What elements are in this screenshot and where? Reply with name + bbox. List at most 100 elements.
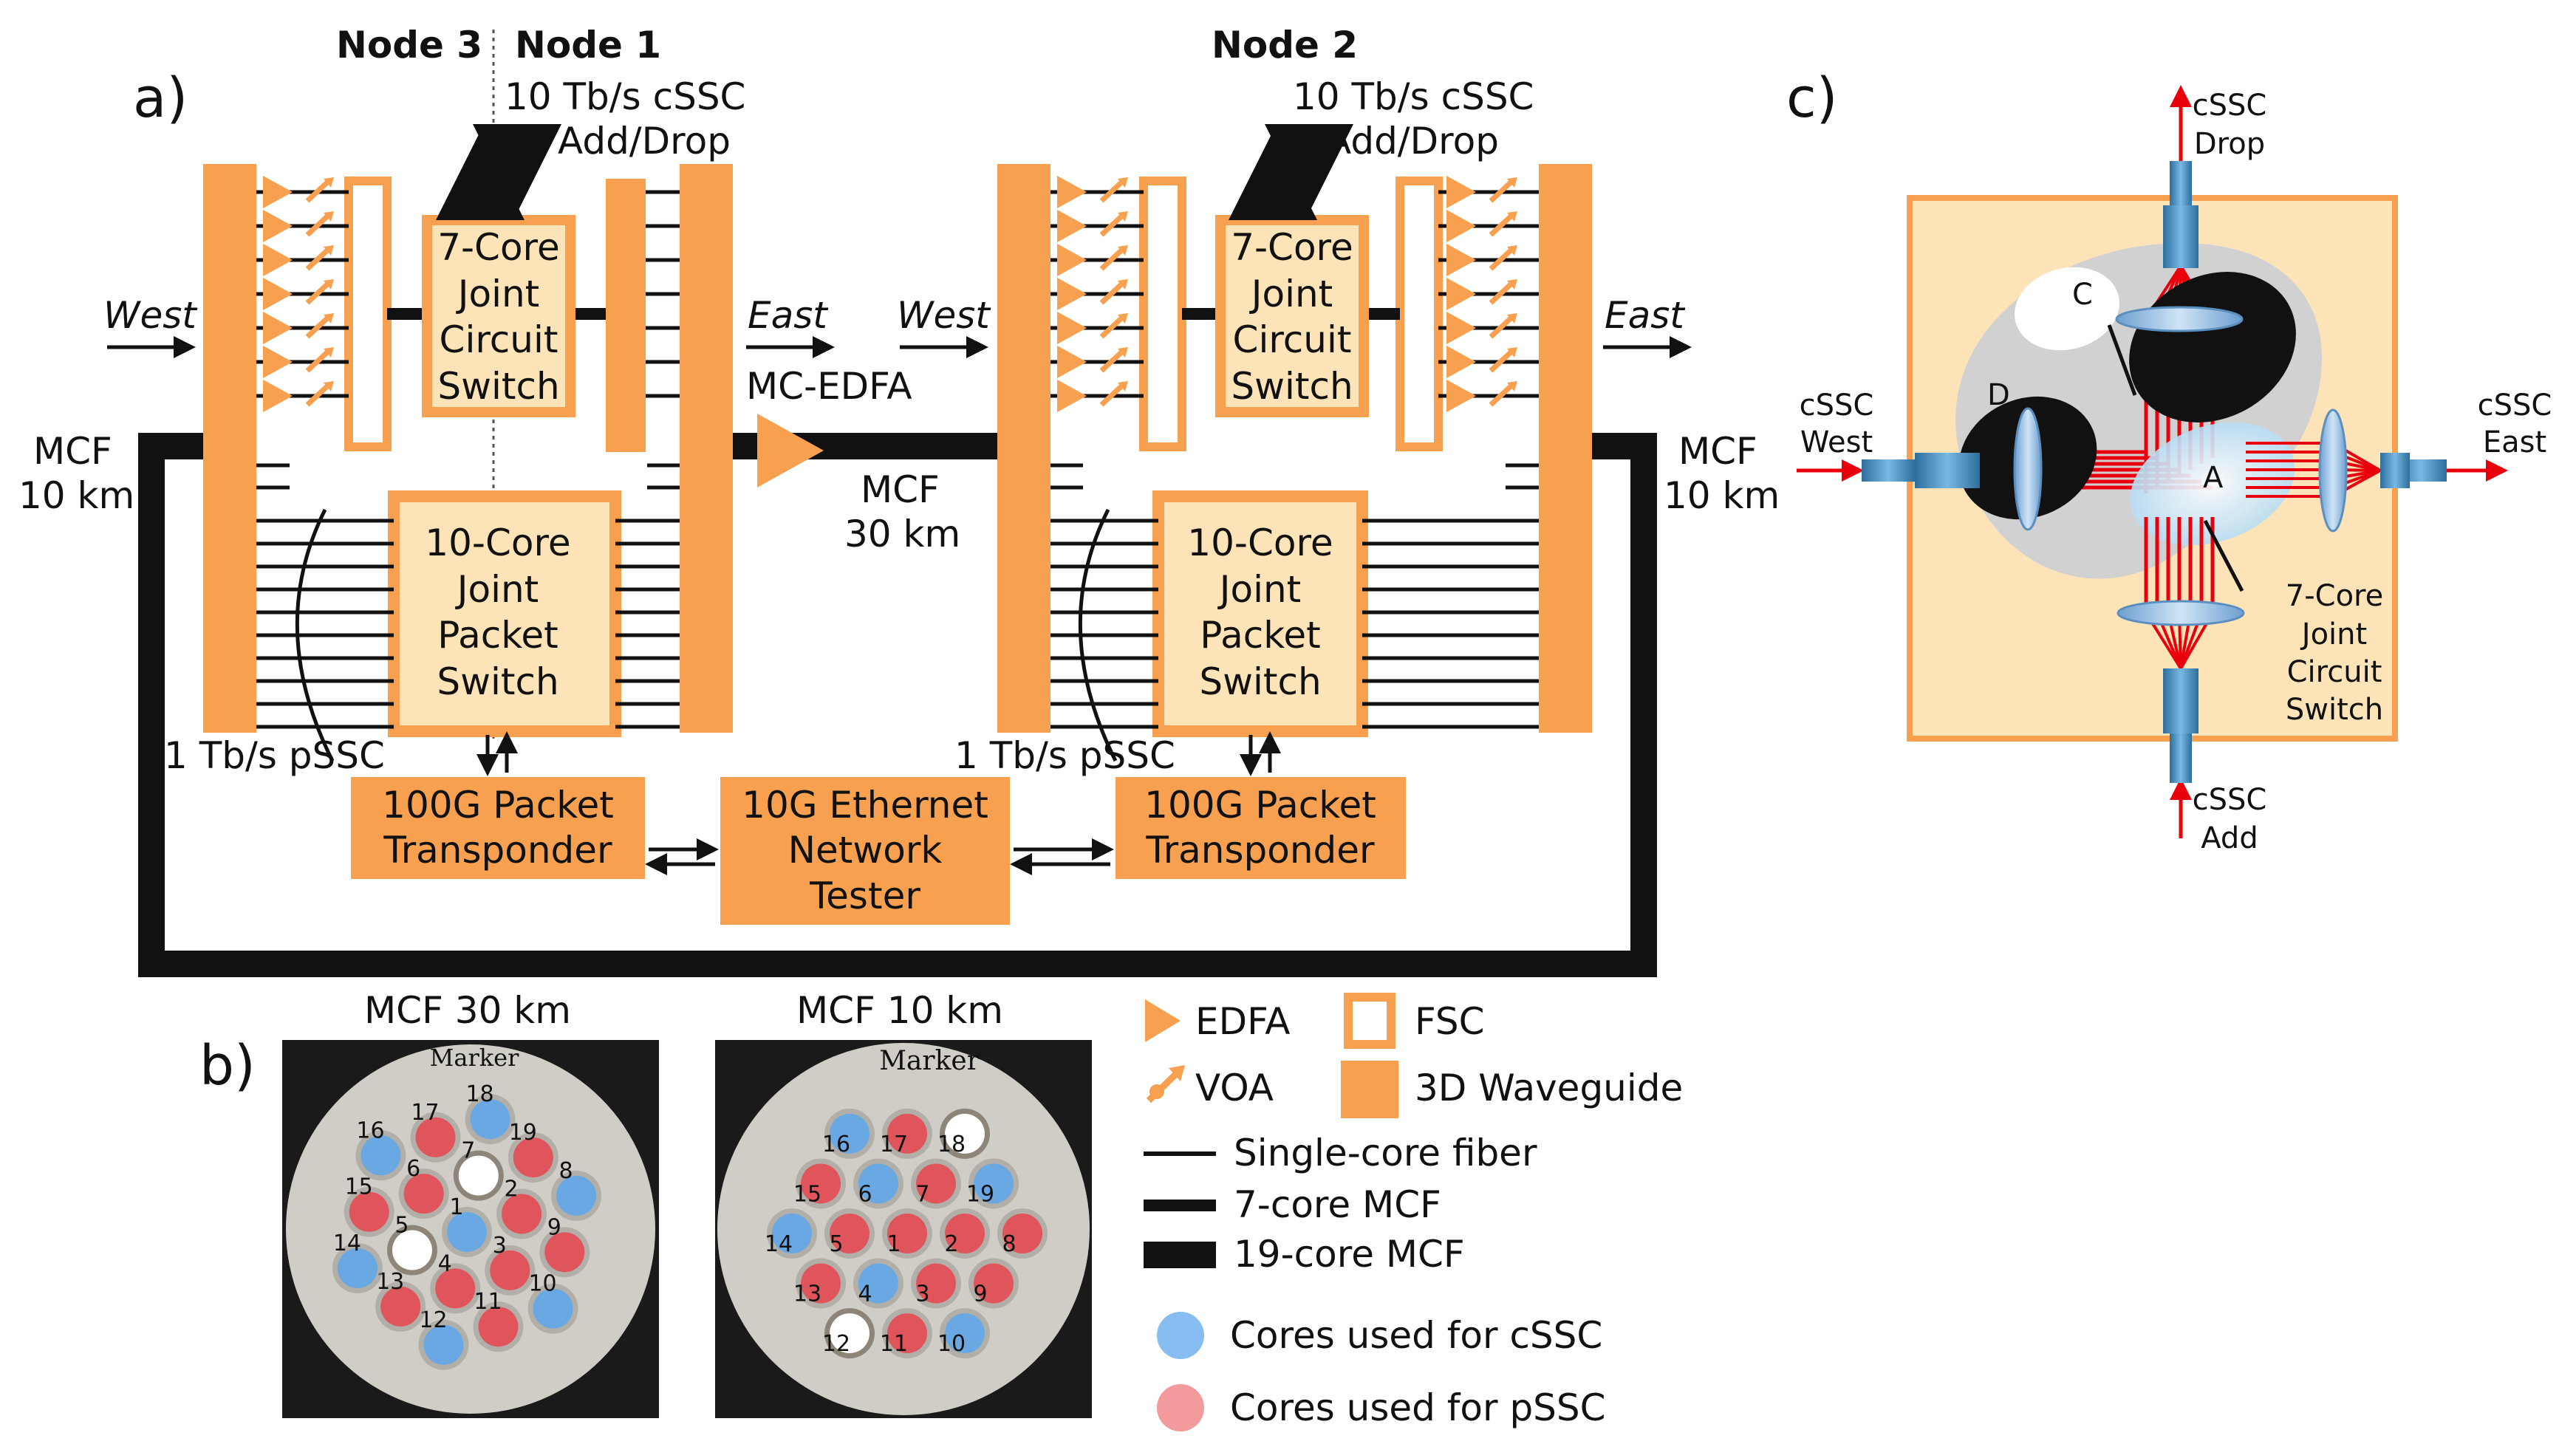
core-number: 11 bbox=[474, 1289, 502, 1315]
mirror-a-label: A bbox=[2203, 461, 2224, 495]
voa-icon bbox=[1489, 281, 1514, 305]
edfa-icon bbox=[1446, 176, 1476, 208]
core-number: 11 bbox=[880, 1331, 908, 1357]
port-east bbox=[2380, 453, 2508, 488]
node-3-label: Node 3 bbox=[336, 24, 482, 66]
voa-icon bbox=[305, 247, 330, 271]
voa-icon bbox=[324, 381, 334, 391]
pssc-label-node1: 1 Tb/s pSSC bbox=[164, 734, 385, 777]
core-number: 6 bbox=[406, 1156, 420, 1182]
legend-single: Single-core fiber bbox=[1234, 1132, 1537, 1174]
legend-cssc-dot bbox=[1157, 1312, 1204, 1359]
edfa-icon bbox=[1057, 210, 1087, 242]
switch-c-label: 7-Core bbox=[2286, 579, 2383, 613]
edfa-icon bbox=[263, 176, 293, 208]
voa-icon bbox=[324, 245, 334, 256]
waveguide-east-node1 bbox=[680, 164, 733, 733]
core-number: 8 bbox=[1002, 1231, 1016, 1257]
packet-switch-text: Switch bbox=[1199, 660, 1321, 703]
voa-icon bbox=[1118, 177, 1128, 188]
add-label: cSSC bbox=[2193, 783, 2267, 817]
core-cssc bbox=[361, 1135, 401, 1176]
circuit-switch-text: Joint bbox=[1249, 273, 1333, 315]
panel-a-label: a) bbox=[133, 66, 188, 130]
east-label: East bbox=[748, 294, 829, 337]
voa-icon bbox=[1118, 347, 1128, 357]
core-number: 16 bbox=[822, 1132, 850, 1157]
voa-icon bbox=[1099, 247, 1124, 271]
circuit-switch-node2 bbox=[1215, 215, 1369, 417]
core-unused-center bbox=[399, 1237, 425, 1263]
core-pssc bbox=[974, 1263, 1014, 1304]
drop-label: cSSC bbox=[2193, 89, 2267, 123]
core-pssc bbox=[945, 1214, 985, 1253]
edfa-icon bbox=[1446, 380, 1476, 412]
transponder-text: 100G Packet bbox=[382, 784, 614, 827]
core-number: 14 bbox=[333, 1231, 361, 1256]
legend: EDFA FSC VOA 3D Waveguide Single-core fi… bbox=[1144, 993, 1683, 1431]
edfa-icon bbox=[263, 312, 293, 344]
edfa-icon bbox=[1057, 346, 1087, 378]
edfa-icon bbox=[1446, 346, 1476, 378]
core-number: 1 bbox=[449, 1194, 463, 1220]
voa-icon bbox=[1118, 313, 1128, 324]
voa-icon bbox=[305, 383, 330, 407]
edfa-icon bbox=[1446, 210, 1476, 242]
circuit-switch-text: 7-Core bbox=[1231, 226, 1353, 269]
legend-fsc-icon bbox=[1344, 993, 1395, 1049]
circuit-switch-text: 7-Core bbox=[437, 226, 560, 269]
circuit-switch-text: Circuit bbox=[440, 318, 558, 361]
edfa-icon bbox=[263, 346, 293, 378]
add-drop-label-node2: Add/Drop bbox=[1326, 120, 1499, 162]
east-port-label: East bbox=[2483, 425, 2546, 459]
core-number: 18 bbox=[937, 1132, 966, 1157]
lens-bottom bbox=[2117, 600, 2245, 626]
legend-mcf19: 19-core MCF bbox=[1234, 1233, 1465, 1276]
tester-text: Network bbox=[788, 829, 943, 872]
circuit-switch-text: Joint bbox=[456, 273, 540, 315]
waveguide-west-node2 bbox=[997, 164, 1050, 733]
core-pssc bbox=[801, 1263, 841, 1304]
transponder-node1: 100G Packet Transponder bbox=[351, 777, 645, 879]
mirror-c-slot bbox=[2015, 267, 2119, 351]
mirror-c-label: C bbox=[2072, 278, 2093, 312]
voa-icon bbox=[1099, 383, 1124, 407]
legend-voa-icon bbox=[1146, 1065, 1185, 1103]
core-cssc bbox=[974, 1163, 1014, 1204]
core-number: 4 bbox=[858, 1282, 872, 1307]
core-number: 7 bbox=[461, 1138, 475, 1164]
panel-b-label: b) bbox=[199, 1034, 256, 1098]
waveguide-east-node2 bbox=[1539, 164, 1592, 733]
voa-icon bbox=[1507, 211, 1517, 222]
node-1: 7-Core Joint Circuit Switch 10-Core Join… bbox=[203, 164, 733, 737]
drop-label: Drop bbox=[2194, 127, 2265, 161]
core-number: 6 bbox=[858, 1181, 872, 1207]
core-number: 8 bbox=[559, 1158, 573, 1184]
mcf-left-line2: 10 km bbox=[18, 474, 134, 517]
packet-switch-text: Switch bbox=[437, 660, 558, 703]
core-cssc bbox=[772, 1214, 812, 1253]
edfa-icon bbox=[1057, 278, 1087, 310]
mcf-right-line1: MCF bbox=[1678, 430, 1757, 473]
core-unused-center bbox=[837, 1321, 862, 1347]
core-pssc bbox=[801, 1163, 841, 1204]
core-number: 15 bbox=[793, 1181, 821, 1207]
port-drop bbox=[2163, 85, 2199, 268]
panel-c-label: c) bbox=[1786, 66, 1838, 130]
voa-icon bbox=[1489, 383, 1514, 407]
core-pssc bbox=[513, 1137, 553, 1178]
waveguide-inner-node1 bbox=[606, 179, 646, 452]
edfa-icon bbox=[1057, 380, 1087, 412]
west-label: West bbox=[897, 294, 991, 337]
core-number: 9 bbox=[973, 1282, 987, 1307]
voa-icon bbox=[305, 179, 330, 203]
bidirectional-links bbox=[476, 731, 1281, 875]
mc-edfa-label: MC-EDFA bbox=[746, 365, 912, 408]
mirror-c-pointer bbox=[2107, 324, 2137, 396]
direction-arrows: West East West East bbox=[103, 294, 1692, 358]
transponder-node2: 100G Packet Transponder bbox=[1116, 777, 1406, 879]
core-number: 3 bbox=[915, 1282, 929, 1307]
voa-icon bbox=[1489, 179, 1514, 203]
